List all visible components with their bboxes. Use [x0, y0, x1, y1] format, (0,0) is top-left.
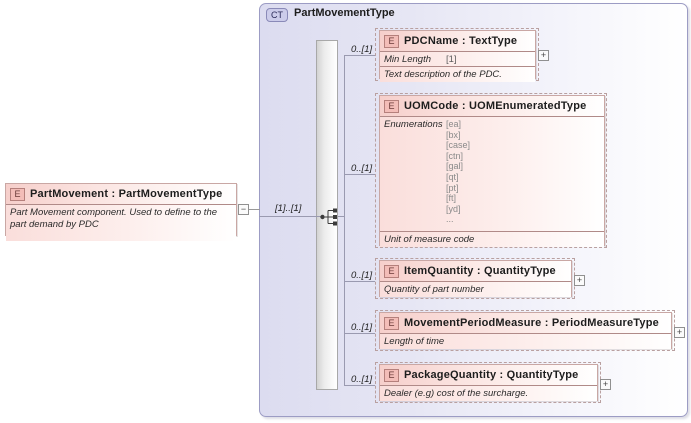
enum-value: [pt]	[446, 182, 459, 193]
connector-root-to-complextype	[249, 209, 260, 210]
expander-expand-packagequantity[interactable]: +	[600, 379, 611, 390]
element-badge-icon: E	[10, 187, 25, 201]
element-badge-icon: E	[384, 368, 399, 382]
element-badge-icon: E	[384, 34, 399, 48]
complextype-badge-icon: CT	[266, 8, 288, 22]
element-title-packagequantity: PackageQuantity : QuantityType	[404, 369, 579, 381]
sequence-spine-bar	[316, 40, 338, 390]
element-box-pdcname[interactable]: E PDCName : TextType Min Length [1] Text…	[379, 30, 536, 82]
element-header-itemquantity: E ItemQuantity : QuantityType	[380, 261, 571, 282]
element-title-movementperiodmeasure: MovementPeriodMeasure : PeriodMeasureTyp…	[404, 317, 659, 329]
element-header-packagequantity: E PackageQuantity : QuantityType	[380, 365, 597, 386]
occurrence-label-complextype: [1]..[1]	[275, 203, 302, 214]
element-title-pdcname: PDCName : TextType	[404, 35, 518, 47]
connector-to-itemquantity	[344, 281, 375, 282]
element-box-uomcode[interactable]: E UOMCode : UOMEnumeratedType Enumeratio…	[379, 95, 605, 247]
element-header-partmovement: E PartMovement : PartMovementType	[6, 184, 236, 205]
facet-label-enumerations: Enumerations	[384, 119, 443, 130]
enum-value: [ctn]	[446, 150, 464, 161]
connector-to-pdcname	[344, 55, 375, 56]
element-annotation-packagequantity: Dealer (e.g) cost of the surcharge.	[380, 386, 597, 401]
element-annotation-pdcname: Text description of the PDC.	[380, 67, 535, 82]
element-box-movementperiodmeasure[interactable]: E MovementPeriodMeasure : PeriodMeasureT…	[379, 312, 672, 349]
element-badge-icon: E	[384, 99, 399, 113]
connector-sequence-to-spine	[338, 216, 345, 217]
element-title-itemquantity: ItemQuantity : QuantityType	[404, 265, 556, 277]
occurrence-label-movementperiodmeasure: 0..[1]	[351, 322, 373, 333]
enumeration-values: [ea] [bx] [case] [ctn] [gal] [qt] [pt] […	[446, 119, 470, 229]
enum-value: [ft]	[446, 193, 457, 204]
connector-complextype-to-sequence	[259, 216, 321, 217]
expander-expand-movementperiodmeasure[interactable]: +	[674, 327, 685, 338]
expander-expand-itemquantity[interactable]: +	[574, 275, 585, 286]
connector-to-packagequantity	[344, 385, 375, 386]
element-annotation-partmovement: Part Movement component. Used to define …	[6, 205, 236, 241]
enum-value: [ea]	[446, 119, 462, 129]
complextype-title: PartMovementType	[294, 7, 395, 19]
expander-collapse-partmovement[interactable]: −	[238, 204, 249, 215]
occurrence-label-packagequantity: 0..[1]	[351, 374, 373, 385]
element-annotation-movementperiodmeasure: Length of time	[380, 334, 671, 349]
sequence-group-icon[interactable]	[320, 208, 342, 231]
element-badge-icon: E	[384, 316, 399, 330]
element-annotation-uomcode: Unit of measure code	[380, 232, 604, 247]
optional-outline-uomcode	[375, 93, 607, 248]
facet-label-minlength: Min Length	[384, 54, 432, 65]
divider	[380, 66, 535, 67]
enum-value: [qt]	[446, 171, 459, 182]
occurrence-label-uomcode: 0..[1]	[351, 163, 373, 174]
connector-to-movementperiodmeasure	[344, 333, 375, 334]
element-badge-icon: E	[384, 264, 399, 278]
enum-value: [gal]	[446, 161, 464, 172]
element-header-movementperiodmeasure: E MovementPeriodMeasure : PeriodMeasureT…	[380, 313, 671, 334]
facet-value-minlength: [1]	[446, 54, 457, 65]
element-title-uomcode: UOMCode : UOMEnumeratedType	[404, 100, 587, 112]
element-header-pdcname: E PDCName : TextType	[380, 31, 535, 52]
element-title-partmovement: PartMovement : PartMovementType	[30, 188, 223, 200]
occurrence-label-itemquantity: 0..[1]	[351, 270, 373, 281]
element-annotation-itemquantity: Quantity of part number	[380, 282, 571, 297]
facet-row-minlength: Min Length [1]	[380, 52, 535, 66]
element-header-uomcode: E UOMCode : UOMEnumeratedType	[380, 96, 604, 117]
occurrence-label-pdcname: 0..[1]	[351, 44, 373, 55]
enum-value-more: ...	[446, 214, 454, 225]
connector-spine-vertical	[344, 55, 345, 385]
enum-value: [case]	[446, 140, 471, 151]
enum-value: [bx]	[446, 129, 461, 140]
element-box-itemquantity[interactable]: E ItemQuantity : QuantityType Quantity o…	[379, 260, 572, 297]
enum-value: [yd]	[446, 203, 461, 214]
expander-expand-pdcname[interactable]: +	[538, 50, 549, 61]
connector-to-uomcode	[344, 174, 375, 175]
facet-row-enumerations: Enumerations [ea] [bx] [case] [ctn] [gal…	[380, 117, 604, 232]
element-box-partmovement[interactable]: E PartMovement : PartMovementType Part M…	[5, 183, 237, 241]
element-box-packagequantity[interactable]: E PackageQuantity : QuantityType Dealer …	[379, 364, 598, 401]
